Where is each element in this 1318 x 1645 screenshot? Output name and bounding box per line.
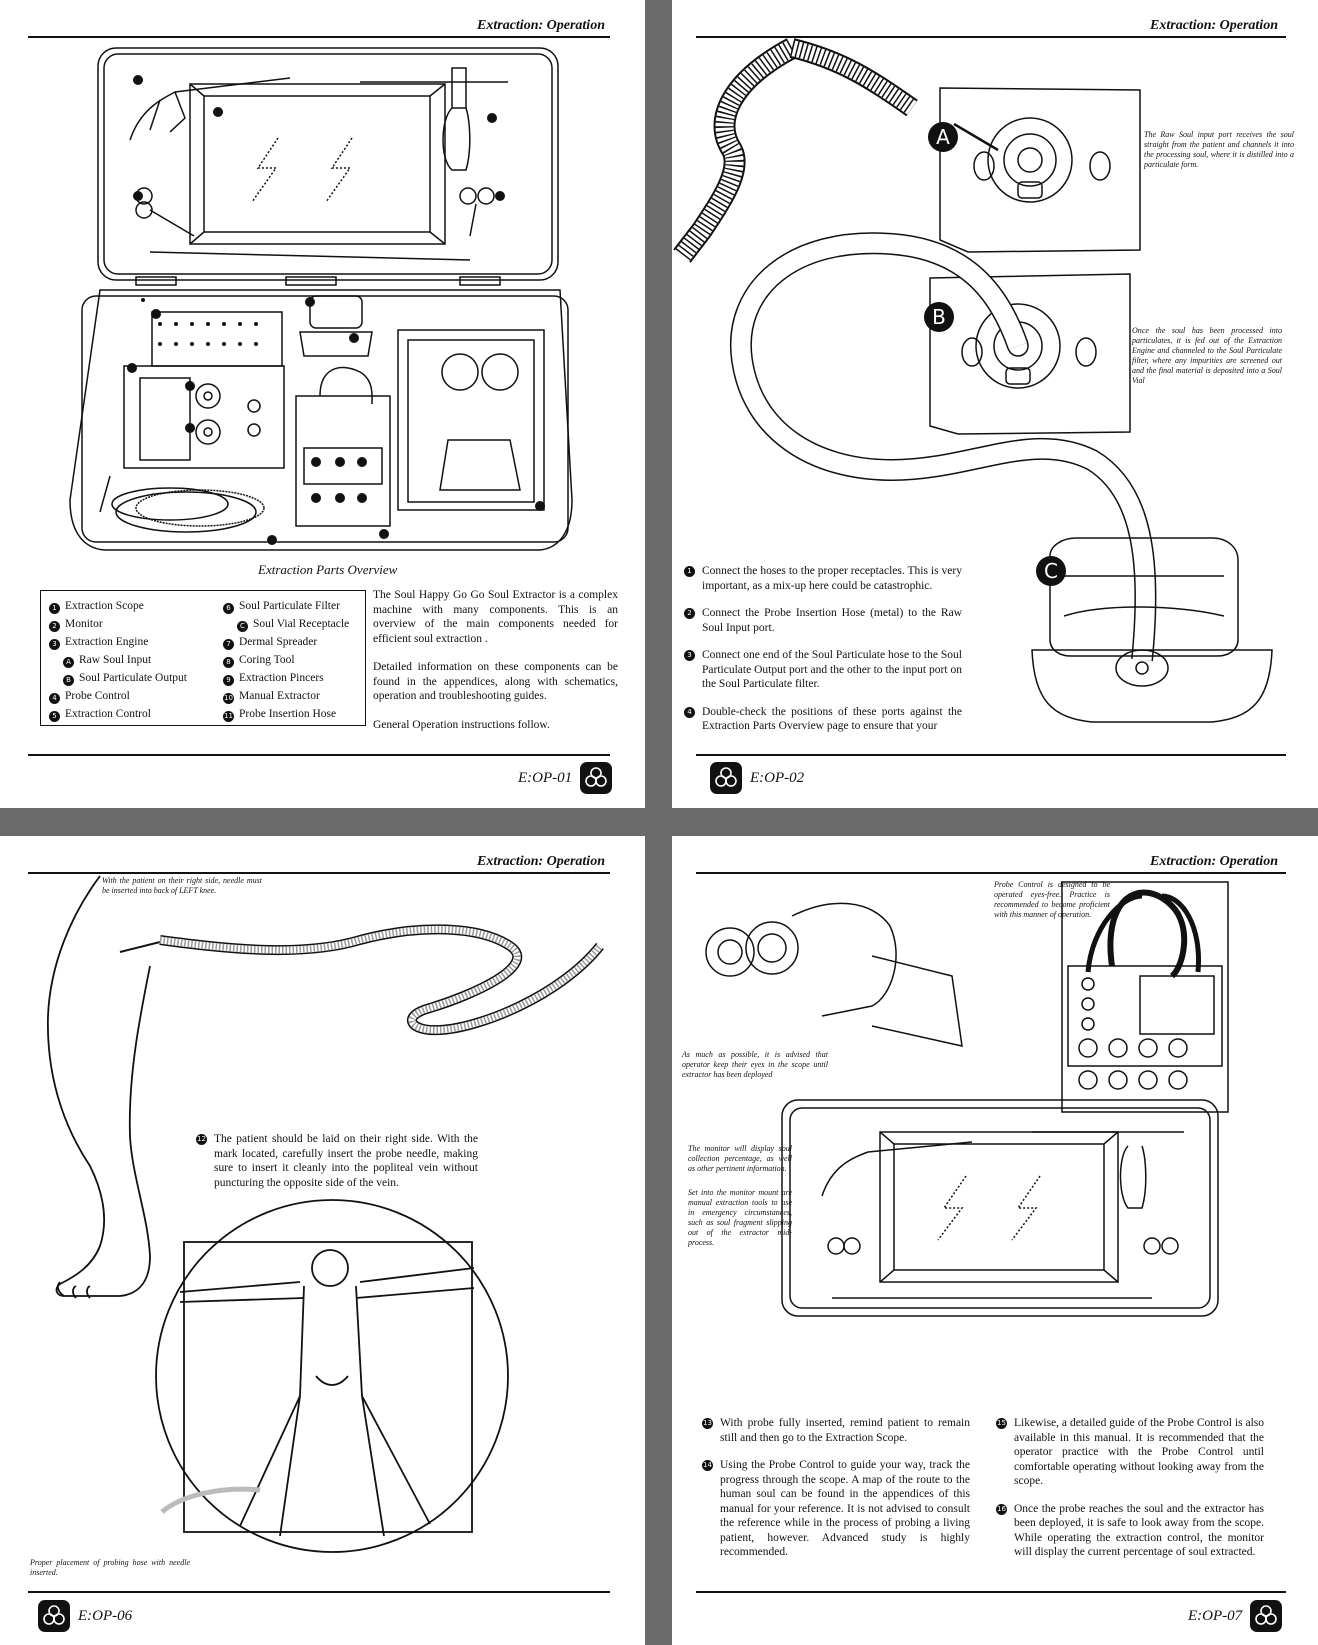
page-number: E:OP-07 [1188,1608,1243,1624]
hose-placement-note: Proper placement of probing hose with ne… [30,1558,190,1577]
paragraph: Detailed information on these components… [373,661,618,702]
manual-page-eop07: Extraction: Operation [672,836,1318,1645]
manual-page-eop01: Extraction: Operation [0,0,645,808]
manual-page-eop02: Extraction: Operation [672,0,1318,808]
header-rule [696,872,1286,874]
soul-logo-icon [580,762,612,794]
page-number: E:OP-02 [750,770,805,786]
paragraph: The Soul Happy Go Go Soul Extractor is a… [373,589,618,645]
port-badge-a: A [928,122,958,152]
footer-rule [696,754,1286,756]
page-header-title: Extraction: Operation [1150,854,1278,869]
page-header-title: Extraction: Operation [1150,18,1278,33]
footer-rule [696,1591,1286,1593]
manual-tools-note: Set into the monitor mount are manual ex… [688,1188,792,1247]
particulate-output-note: Once the soul has been processed into pa… [1132,326,1282,385]
footer-rule [28,1591,610,1593]
page-number: E:OP-01 [518,770,573,786]
figure-caption: Extraction Parts Overview [258,562,398,577]
soul-logo-icon [710,762,742,794]
overview-text: The Soul Happy Go Go Soul Extractor is a… [373,588,618,746]
probe-control-note: Probe Control is designed to be operated… [994,880,1110,919]
extractor-case-illustration [69,47,573,551]
header-rule [28,872,610,874]
soul-logo-icon [1250,1600,1282,1632]
page-number: E:OP-06 [78,1608,133,1624]
header-rule [28,36,610,38]
footer-rule [28,754,610,756]
raw-soul-input-note: The Raw Soul input port receives the sou… [1144,130,1294,169]
probe-control-and-monitor-illustration [705,881,1229,1317]
knee-insertion-note: With the patient on their right side, ne… [102,876,262,895]
hose-connection-illustration [673,38,1273,723]
monitor-note: The monitor will display soul collection… [688,1144,792,1173]
soul-logo-icon [38,1600,70,1632]
header-rule [696,36,1286,38]
port-badge-c: C [1036,556,1066,586]
port-badge-b: B [924,302,954,332]
manual-page-eop06: Extraction: Operation With the patient o… [0,836,645,1645]
page-header-title: Extraction: Operation [477,854,605,869]
paragraph: General Operation instructions follow. [373,718,550,731]
page-header-title: Extraction: Operation [477,18,605,33]
needle-insertion-illustration [47,875,604,1553]
scope-note: As much as possible, it is advised that … [682,1050,828,1079]
